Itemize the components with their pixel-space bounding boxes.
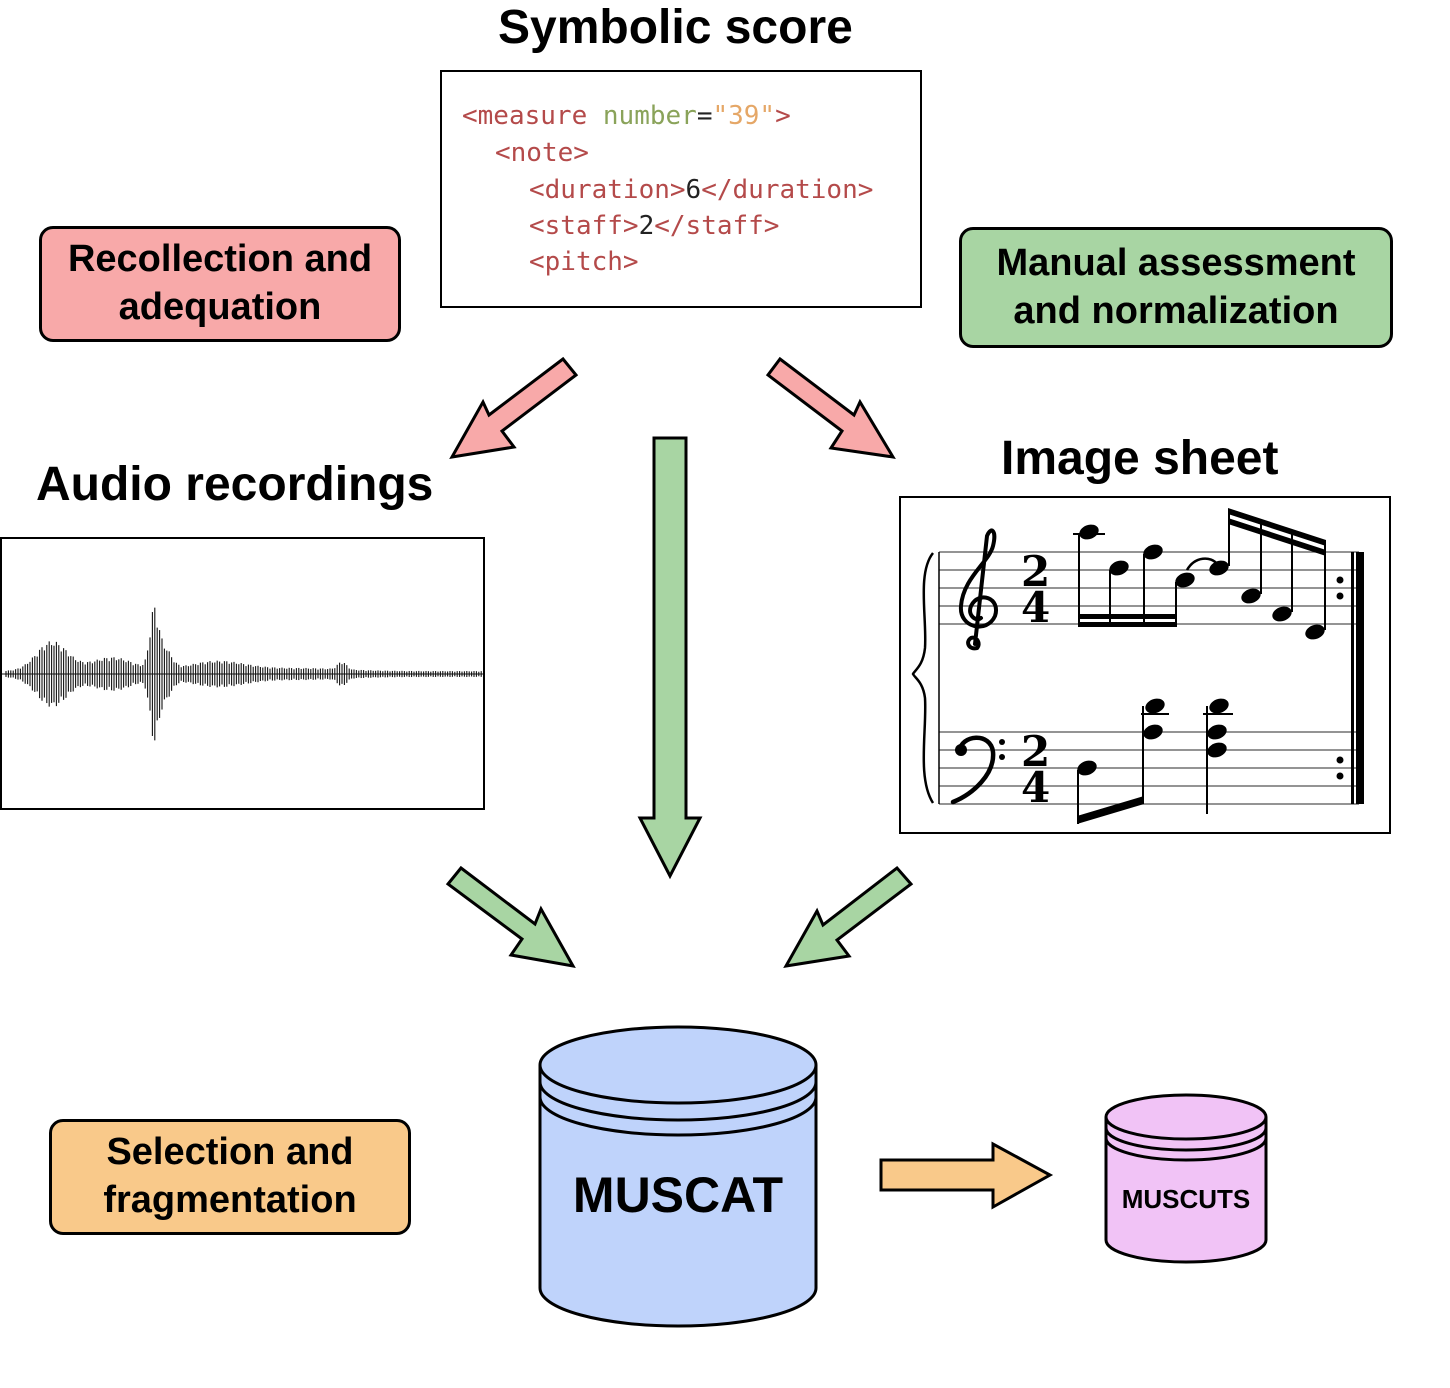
svg-text:4: 4 — [1021, 583, 1050, 632]
muscat-database-icon — [538, 1025, 818, 1328]
code-line-duration: <duration>6</duration> — [529, 177, 873, 203]
treble-clef-icon — [958, 528, 998, 651]
symbolic-score-code-box: <measure number="39"> <note> <duration>6… — [440, 70, 922, 308]
selection-line-2: fragmentation — [103, 1179, 357, 1221]
time-signature-bass: 24 — [1021, 727, 1050, 812]
muscuts-database-icon — [1104, 1093, 1268, 1264]
arrow-db-to-derived — [879, 1141, 1054, 1210]
svg-text:2: 2 — [1021, 547, 1050, 596]
arrow-score-to-audio — [449, 356, 579, 459]
code-tag-duration-open: <duration> — [529, 175, 686, 205]
selection-line-1: Selection and — [106, 1131, 354, 1174]
image-sheet-title: Image sheet — [1001, 432, 1279, 485]
selection-step-box: Selection and fragmentation — [49, 1119, 411, 1235]
code-line-staff: <staff>2</staff> — [529, 213, 779, 239]
code-tag-close: > — [775, 101, 791, 131]
code-line-pitch: <pitch> — [529, 249, 639, 275]
arrow-sheet-to-db — [783, 865, 914, 968]
staff-brace — [911, 552, 935, 804]
svg-text:4: 4 — [1021, 763, 1050, 812]
code-equals: = — [696, 101, 713, 131]
code-staff-value: 2 — [638, 211, 655, 241]
code-line-note: <note> — [495, 140, 589, 166]
arrow-audio-to-db — [445, 865, 576, 969]
code-attr-number: number — [602, 101, 697, 131]
manual-assessment-step-box: Manual assessment and normalization — [959, 227, 1393, 348]
recollection-line-1: Recollection and — [67, 238, 373, 281]
time-signature-treble: 24 — [1021, 547, 1050, 632]
svg-text:2: 2 — [1021, 727, 1050, 776]
code-tag-pitch: <pitch> — [529, 247, 639, 277]
music-notation-icon: 24 24 — [911, 508, 1364, 824]
code-tag-note: <note> — [495, 138, 589, 168]
symbolic-score-title: Symbolic score — [498, 1, 853, 54]
treble-notes — [1073, 508, 1326, 640]
code-tag-measure: <measure — [462, 101, 603, 131]
manual-line-1: Manual assessment — [996, 241, 1356, 284]
recollection-line-2: adequation — [118, 286, 322, 328]
code-line-measure: <measure number="39"> — [462, 103, 791, 129]
arrow-score-to-sheet — [765, 356, 896, 459]
code-tag-staff-close: </staff> — [654, 211, 780, 241]
arrow-score-to-db — [637, 436, 703, 880]
waveform-icon — [2, 607, 483, 741]
bass-notes — [1077, 698, 1233, 824]
code-value-39: "39" — [712, 101, 776, 131]
muscuts-label: MUSCUTS — [1121, 1184, 1251, 1214]
manual-line-2: and normalization — [1013, 289, 1339, 332]
muscat-label: MUSCAT — [572, 1167, 784, 1223]
code-duration-value: 6 — [685, 175, 702, 205]
audio-recordings-title: Audio recordings — [36, 458, 434, 511]
code-tag-duration-close: </duration> — [701, 175, 874, 205]
audio-waveform-box — [0, 537, 485, 810]
bass-clef-icon — [950, 735, 1005, 805]
code-tag-staff-open: <staff> — [529, 211, 639, 241]
repeat-barline — [1336, 552, 1364, 804]
recollection-step-box: Recollection and adequation — [39, 226, 401, 342]
